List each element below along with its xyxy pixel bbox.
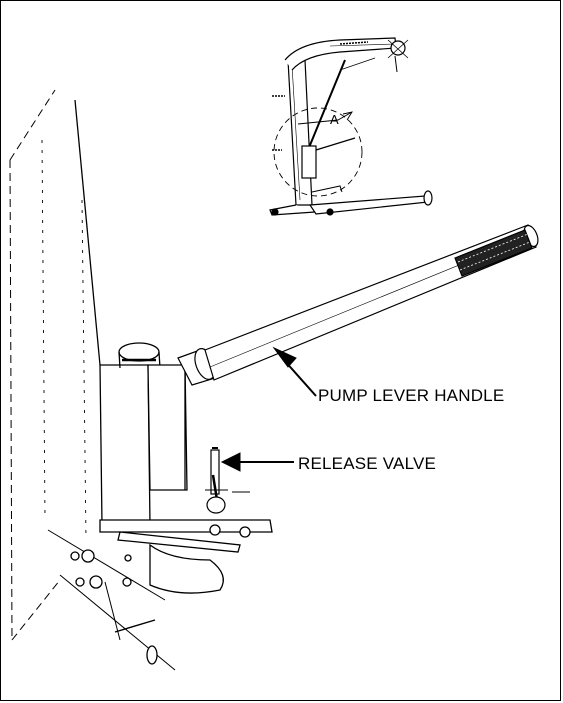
release-valve [205, 447, 250, 514]
pump-lever-handle [177, 224, 539, 386]
release-valve-label: RELEASE VALVE [298, 454, 437, 473]
inset-crane-drawing [269, 37, 433, 216]
pump-body [70, 342, 273, 665]
detail-marker-a: A [330, 112, 339, 127]
release-valve-callout-arrow [220, 452, 294, 472]
pump-lever-callout-arrow [272, 346, 317, 397]
pump-lever-handle-label: PUMP LEVER HANDLE [318, 386, 505, 405]
